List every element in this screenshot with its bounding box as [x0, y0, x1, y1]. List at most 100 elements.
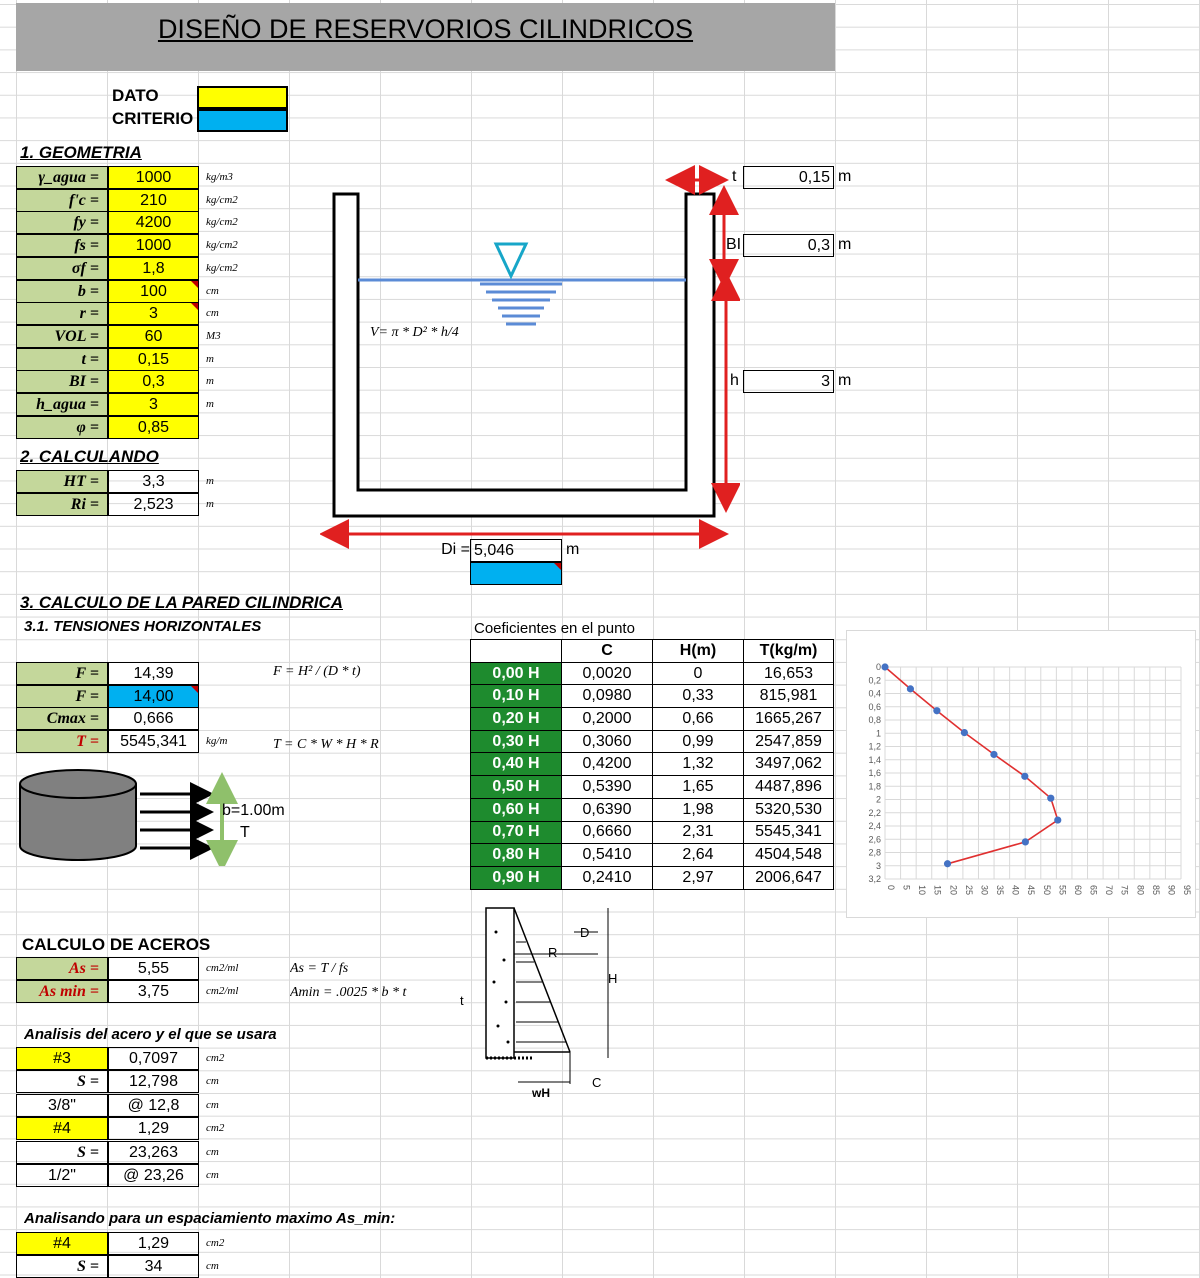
coef-cell[interactable]: 0,00 H — [470, 661, 562, 686]
row-label: φ = — [16, 415, 108, 439]
coef-cell[interactable]: 0,5390 — [561, 775, 653, 799]
row-value[interactable]: 3,75 — [108, 979, 199, 1003]
section-calculando-title: 2. CALCULANDO — [20, 447, 159, 466]
coef-cell[interactable]: 0,2410 — [561, 865, 653, 890]
coef-cell[interactable]: 1665,267 — [743, 707, 834, 731]
coef-cell[interactable]: 0,6390 — [561, 797, 653, 822]
di-value[interactable]: 5,046 — [470, 539, 562, 562]
coef-cell[interactable]: 815,981 — [743, 684, 834, 709]
row-value[interactable]: 1000 — [108, 166, 199, 189]
coef-cell[interactable]: 16,653 — [743, 661, 834, 686]
steel-value[interactable]: @ 12,8 — [108, 1093, 199, 1117]
chart-point — [1047, 794, 1055, 802]
coef-cell[interactable]: 4504,548 — [743, 843, 834, 867]
row-value[interactable]: 0,15 — [108, 347, 199, 371]
coef-cell[interactable]: 4487,896 — [743, 775, 834, 799]
coef-cell[interactable]: 0,80 H — [470, 843, 562, 867]
coef-cell[interactable]: 2,97 — [652, 865, 744, 890]
steel-value[interactable]: @ 23,26 — [108, 1164, 199, 1187]
chart-x-tick-label: 10 — [917, 885, 927, 895]
row-value[interactable]: 0,3 — [108, 370, 199, 394]
coef-cell[interactable]: 0,70 H — [470, 820, 562, 845]
chart-x-tick-label: 70 — [1104, 885, 1114, 895]
row-value[interactable]: 4200 — [108, 211, 199, 235]
coef-cell[interactable]: 2547,859 — [743, 729, 834, 754]
legend-dato-swatch[interactable] — [197, 86, 288, 109]
coef-cell[interactable]: 0,0020 — [561, 661, 653, 686]
coef-cell[interactable]: 0,60 H — [470, 797, 562, 822]
row-value[interactable]: 1,8 — [108, 256, 199, 280]
coef-cell[interactable]: 1,65 — [652, 775, 744, 799]
coef-cell[interactable]: 0,30 H — [470, 729, 562, 754]
steel-value[interactable]: 23,263 — [108, 1140, 199, 1164]
steel-value[interactable]: 1,29 — [108, 1232, 199, 1255]
tank-t-label: T — [240, 824, 250, 841]
chart-point — [906, 685, 915, 693]
chart-x-tick-label: 35 — [995, 885, 1005, 895]
row-value[interactable]: 60 — [108, 324, 199, 348]
section-analisis-title: Analisis del acero y el que se usara — [24, 1026, 277, 1043]
di-criterio-cell[interactable] — [470, 562, 562, 585]
coef-cell[interactable]: 0,0980 — [561, 684, 653, 709]
h-value[interactable]: 3 — [743, 370, 834, 393]
tank-wall — [332, 192, 716, 518]
steel-value[interactable]: 1,29 — [108, 1117, 199, 1141]
row-label: r = — [16, 302, 108, 326]
coef-cell[interactable]: 2006,647 — [743, 865, 834, 890]
bl-value[interactable]: 0,3 — [743, 234, 834, 257]
steel-value[interactable]: 34 — [108, 1255, 199, 1278]
coef-cell[interactable]: 2,31 — [652, 820, 744, 845]
steel-unit: cm2 — [206, 1122, 225, 1135]
row-label: fs = — [16, 234, 108, 258]
row-label: b = — [16, 279, 108, 303]
steel-value[interactable]: 0,7097 — [108, 1047, 199, 1070]
coef-cell[interactable]: 0,3060 — [561, 729, 653, 754]
row-value[interactable]: 100 — [108, 279, 199, 303]
row-value[interactable]: 2,523 — [108, 492, 199, 516]
coef-cell[interactable]: 2,64 — [652, 843, 744, 867]
coef-cell[interactable]: 0,90 H — [470, 865, 562, 890]
row-value[interactable]: 210 — [108, 188, 199, 212]
row-value[interactable]: 3 — [108, 393, 199, 416]
row-value[interactable]: 3 — [108, 302, 199, 326]
steel-unit: cm — [206, 1098, 219, 1111]
row-value[interactable]: 5,55 — [108, 957, 199, 980]
t-value[interactable]: 0,15 — [743, 166, 834, 189]
t-label: t — [732, 168, 737, 185]
coef-cell[interactable]: 1,98 — [652, 797, 744, 822]
coef-cell[interactable]: 0,66 — [652, 707, 744, 731]
row-value[interactable]: 0,666 — [108, 707, 199, 731]
chart-y-tick-label: 2,6 — [868, 834, 881, 844]
coef-cell[interactable]: 0,99 — [652, 729, 744, 754]
t-unit: m — [838, 168, 852, 185]
coef-cell[interactable]: 0,33 — [652, 684, 744, 709]
legend-criterio-swatch[interactable] — [197, 109, 288, 132]
coef-cell[interactable]: 0,4200 — [561, 752, 653, 777]
wall-r-label: R — [548, 945, 558, 960]
coef-cell[interactable]: 0,6660 — [561, 820, 653, 845]
chart-y-tick-label: 1 — [876, 728, 881, 738]
coef-cell[interactable]: 1,32 — [652, 752, 744, 777]
row-value[interactable]: 14,00 — [108, 684, 199, 708]
coef-cell[interactable]: 0,40 H — [470, 752, 562, 777]
coef-cell[interactable]: 0,20 H — [470, 707, 562, 731]
row-value[interactable]: 14,39 — [108, 662, 199, 685]
coef-cell[interactable]: 0,2000 — [561, 707, 653, 731]
coef-cell[interactable]: 0,50 H — [470, 775, 562, 799]
steel-label: S = — [16, 1140, 108, 1164]
row-value[interactable]: 0,85 — [108, 415, 199, 439]
coef-cell[interactable]: 0 — [652, 661, 744, 686]
row-value[interactable]: 5545,341 — [108, 730, 199, 754]
steel-value[interactable]: 12,798 — [108, 1070, 199, 1094]
row-value[interactable]: 1000 — [108, 234, 199, 258]
coef-cell[interactable]: 0,10 H — [470, 684, 562, 709]
coef-cell[interactable]: 5320,530 — [743, 797, 834, 822]
row-value[interactable]: 3,3 — [108, 470, 199, 493]
coef-cell[interactable]: 3497,062 — [743, 752, 834, 777]
coef-header — [470, 639, 562, 663]
coef-cell[interactable]: 0,5410 — [561, 843, 653, 867]
coef-cell[interactable]: 5545,341 — [743, 820, 834, 845]
wall-d-label: D — [580, 925, 590, 940]
